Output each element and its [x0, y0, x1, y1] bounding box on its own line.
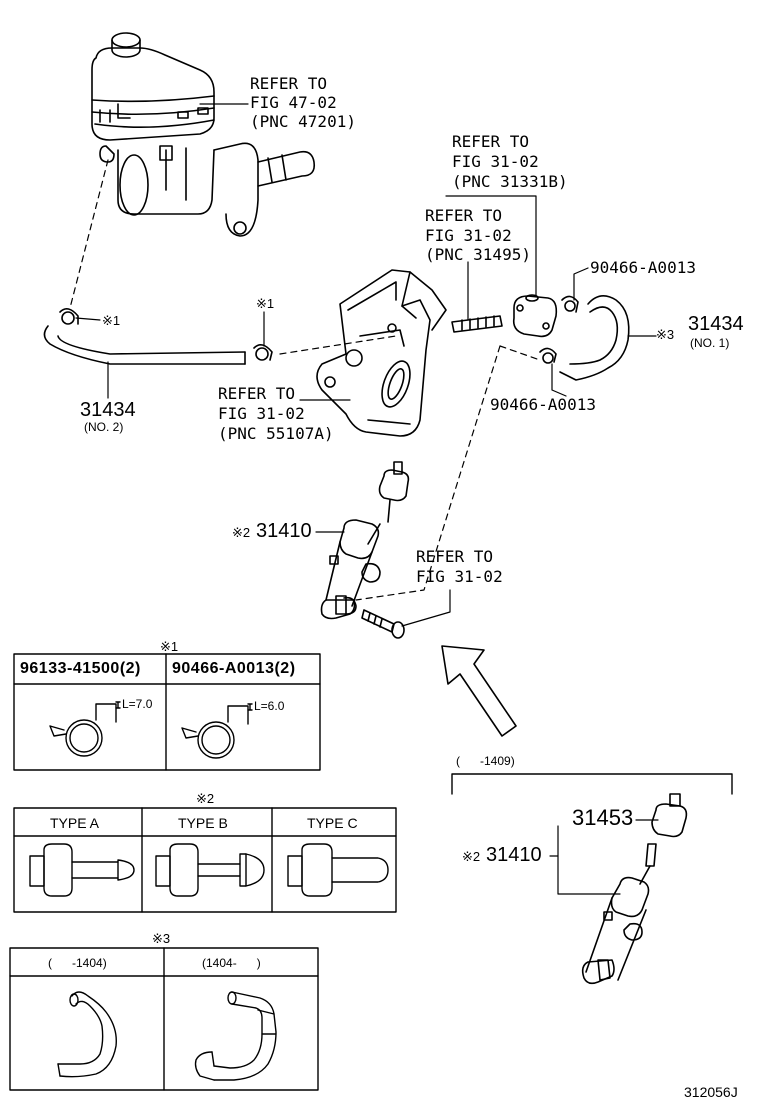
hose-table-frame: [9, 947, 319, 1091]
ref-fig31-a-line1: REFER TO: [452, 132, 530, 151]
clamp-dim-1: L=7.0: [122, 697, 153, 711]
part-hose-no2: 31434: [80, 399, 136, 421]
part-cylinder-inset: 31410: [486, 844, 542, 866]
hose-early-icon: [57, 991, 117, 1078]
ref-fig31-c-line1: REFER TO: [218, 384, 296, 403]
part-clamp-top: 90466-A0013: [590, 258, 696, 277]
type-a-icon: [29, 843, 135, 897]
ref-fig31-a-line3: (PNC 31331B): [452, 172, 568, 191]
clamp-icon-2: [181, 703, 253, 759]
hose-no2-drawing: [43, 308, 273, 365]
clamp-table-mark: ※1: [160, 639, 179, 654]
mark-1-clamp-left: ※1: [102, 313, 121, 328]
inset-cylinder-drawing: [581, 793, 688, 985]
ref-fig31-a-line2: FIG 31-02: [452, 152, 539, 171]
hose-table-header-2: (1404- ): [202, 956, 261, 970]
figure-id: 312056J: [684, 1084, 738, 1100]
part-hose-no1-note: (NO. 1): [690, 336, 730, 350]
hose-table-header-1: ( -1404): [48, 956, 107, 970]
master-cylinder-drawing: [91, 32, 316, 237]
type-table-mark: ※2: [196, 791, 215, 806]
hose-late-icon: [194, 991, 277, 1081]
type-c-icon: [287, 843, 389, 897]
mark-2-cylinder: ※2: [232, 525, 251, 540]
hose-table-mark: ※3: [152, 931, 171, 946]
ref-fig47-line3: (PNC 47201): [250, 112, 356, 131]
ref-fig31-d-line1: REFER TO: [416, 547, 494, 566]
ref-fig31-c-line3: (PNC 55107A): [218, 424, 334, 443]
clamp-table-frame: [13, 653, 321, 771]
stud-flange-drawing: [451, 294, 558, 338]
cylinder-bolt-drawing: [361, 609, 405, 639]
part-cylinder-sub: 31453: [572, 805, 634, 830]
hose-no1-drawing: [539, 295, 630, 381]
ref-fig31-c-line2: FIG 31-02: [218, 404, 305, 423]
mark-3-hose: ※3: [656, 327, 675, 342]
ref-fig47-line1: REFER TO: [250, 74, 328, 93]
type-table-header-b: TYPE B: [178, 815, 228, 831]
clutch-cylinder-drawing: [320, 461, 410, 620]
clamp-table-header-2: 90466-A0013(2): [172, 660, 296, 677]
view-arrow: [441, 645, 517, 737]
ref-fig31-d-line2: FIG 31-02: [416, 567, 503, 586]
type-table-header-c: TYPE C: [307, 815, 358, 831]
ref-fig31-b-line2: FIG 31-02: [425, 226, 512, 245]
clamp-icon-1: [49, 701, 121, 757]
mark-1-clamp-right: ※1: [256, 296, 275, 311]
pedal-bracket-drawing: [316, 269, 447, 437]
ref-fig31-b-line1: REFER TO: [425, 206, 503, 225]
part-hose-no1: 31434: [688, 313, 744, 335]
type-b-icon: [155, 843, 265, 897]
clamp-dim-2: L=6.0: [254, 699, 285, 713]
part-clamp-bottom: 90466-A0013: [490, 395, 596, 414]
part-cylinder: 31410: [256, 520, 312, 542]
ref-fig47-line2: FIG 47-02: [250, 93, 337, 112]
part-hose-no2-note: (NO. 2): [84, 420, 124, 434]
clamp-table-header-1: 96133-41500(2): [20, 660, 141, 677]
mark-2-inset: ※2: [462, 849, 481, 864]
type-table-header-a: TYPE A: [50, 815, 100, 831]
inset-range: ( -1409): [456, 754, 515, 768]
type-table-frame: [13, 807, 397, 913]
ref-fig31-b-line3: (PNC 31495): [425, 245, 531, 264]
